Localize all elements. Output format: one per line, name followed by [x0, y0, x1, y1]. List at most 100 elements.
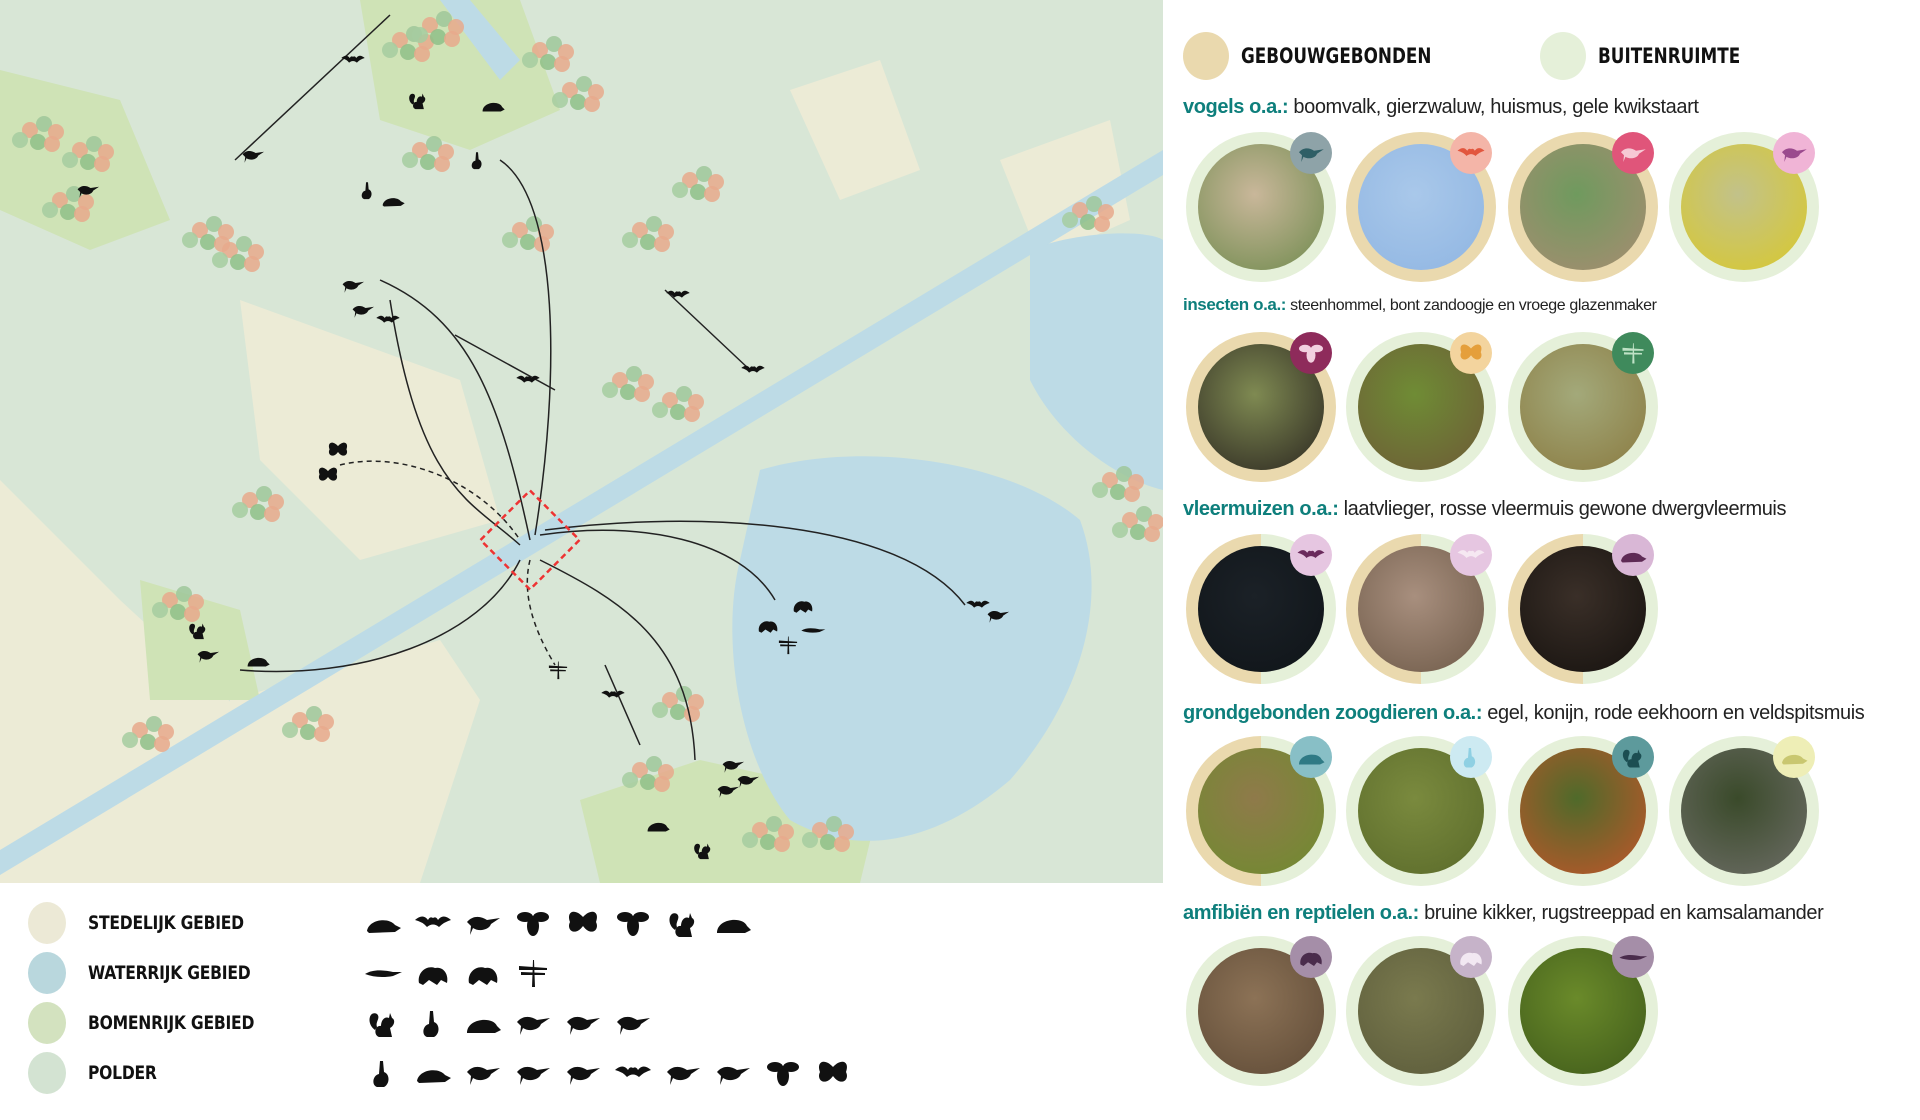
habitat-badge	[1773, 736, 1815, 778]
habitat-badge	[1612, 534, 1654, 576]
tree	[212, 252, 228, 268]
tree	[170, 604, 186, 620]
tree	[1072, 202, 1088, 218]
group-heading: insecten o.a.: steenhommel, bont zandoog…	[1183, 295, 1657, 315]
species-photo	[1346, 534, 1496, 684]
habitat-badge	[1290, 936, 1332, 978]
tree	[184, 606, 200, 622]
building-bound-swatch	[1183, 32, 1229, 80]
legend-icons	[363, 1008, 653, 1038]
tree	[314, 726, 330, 742]
tree	[1094, 216, 1110, 232]
rabbit-icon	[363, 1058, 403, 1088]
bee-icon	[1296, 341, 1326, 365]
tree	[36, 116, 52, 132]
tree	[532, 42, 548, 58]
tree	[632, 222, 648, 238]
legend-icons	[363, 908, 753, 938]
tree	[62, 152, 78, 168]
hedgehog-icon	[463, 1008, 503, 1038]
group-heading: vleermuizen o.a.: laatvlieger, rosse vle…	[1183, 498, 1786, 521]
tree	[30, 134, 46, 150]
tree	[132, 722, 148, 738]
legend-icons	[363, 1058, 853, 1088]
mouse-icon	[1779, 745, 1809, 769]
tree	[72, 142, 88, 158]
group-heading: grondgebonden zoogdieren o.a.: egel, kon…	[1183, 702, 1865, 725]
bird-icon	[563, 1008, 603, 1038]
tree	[554, 56, 570, 72]
tree	[742, 832, 758, 848]
tree	[232, 502, 248, 518]
tree	[682, 172, 698, 188]
squirrel-icon	[363, 1008, 403, 1038]
tree	[684, 406, 700, 422]
tree	[834, 836, 850, 852]
habitat-badge	[1450, 534, 1492, 576]
tree	[74, 206, 90, 222]
tree	[766, 816, 782, 832]
tree	[402, 152, 418, 168]
tree	[1080, 214, 1096, 230]
tree	[646, 756, 662, 772]
bird-icon	[663, 1058, 703, 1088]
tree	[44, 136, 60, 152]
habitat-badge	[1450, 132, 1492, 174]
tree-clusters	[12, 11, 1163, 852]
tree	[400, 44, 416, 60]
habitat-badge	[1450, 736, 1492, 778]
legend-building-bound: GEBOUWGEBONDEN	[1183, 32, 1479, 80]
frog-icon	[413, 958, 453, 988]
tree	[230, 254, 246, 270]
tree	[820, 834, 836, 850]
tree	[1086, 196, 1102, 212]
tree	[434, 156, 450, 172]
legend-label: STEDELIJK GEBIED	[88, 912, 244, 934]
bird-icon	[713, 1058, 753, 1088]
species-photo	[1508, 534, 1658, 684]
tree	[1102, 472, 1118, 488]
legend-swatch	[28, 1052, 66, 1094]
species-photo	[1669, 132, 1819, 282]
tree	[242, 492, 258, 508]
tree	[672, 182, 688, 198]
tree	[162, 592, 178, 608]
group-species: laatvlieger, rosse vleermuis gewone dwer…	[1338, 498, 1787, 520]
species-photo	[1346, 132, 1496, 282]
salamander-icon	[1618, 945, 1648, 969]
group-species: bruine kikker, rugstreeppad en kamsalama…	[1418, 902, 1824, 924]
tree	[52, 192, 68, 208]
group-heading: amfibiën en reptielen o.a.: bruine kikke…	[1183, 902, 1824, 925]
species-photo	[1508, 736, 1658, 886]
tree	[86, 136, 102, 152]
species-photo	[1346, 936, 1496, 1086]
butterfly-icon	[813, 1058, 853, 1088]
tree	[634, 386, 650, 402]
frog-icon	[1456, 945, 1486, 969]
tree	[676, 386, 692, 402]
tree	[182, 232, 198, 248]
bat-icon	[1456, 543, 1486, 567]
tree	[520, 234, 536, 250]
migration-paths	[234, 14, 966, 761]
tree	[80, 154, 96, 170]
tree	[412, 27, 428, 43]
butterfly-icon	[563, 908, 603, 938]
mouse-icon	[413, 1058, 453, 1088]
tree	[654, 776, 670, 792]
tree	[1148, 514, 1163, 530]
tree	[1062, 212, 1078, 228]
tree	[200, 234, 216, 250]
butterfly-icon	[1456, 341, 1486, 365]
dragonfly-icon	[513, 958, 553, 988]
species-photo	[1186, 736, 1336, 886]
tree	[250, 504, 266, 520]
tree	[236, 236, 252, 252]
species-photo	[1186, 534, 1336, 684]
legend-icons	[363, 958, 553, 988]
group-category: grondgebonden zoogdieren o.a.:	[1183, 702, 1483, 724]
species-photo	[1186, 332, 1336, 482]
tree	[264, 506, 280, 522]
tree	[154, 736, 170, 752]
tree	[282, 722, 298, 738]
